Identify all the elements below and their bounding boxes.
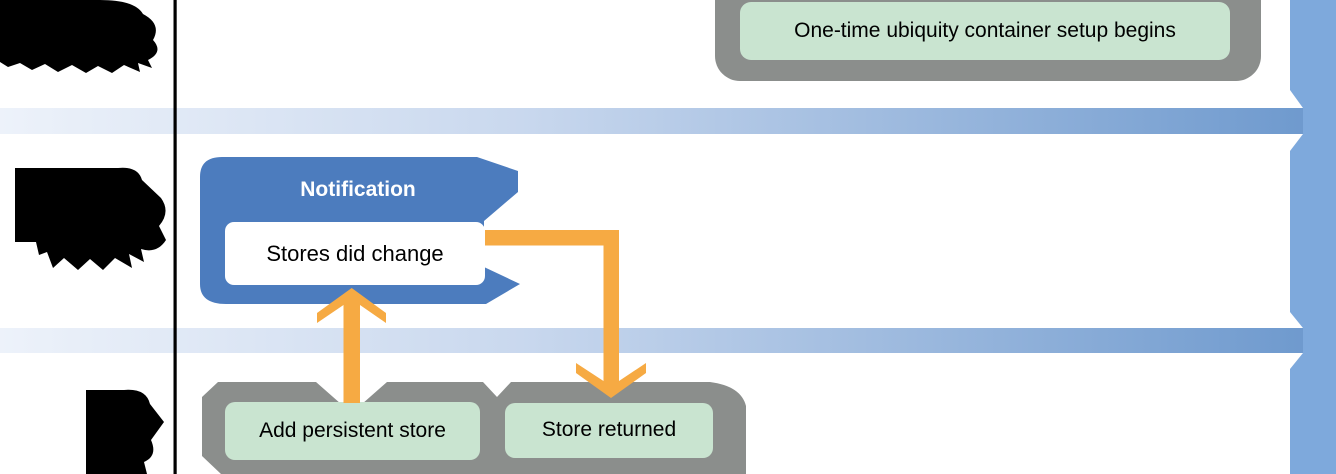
swimlane-band-top	[0, 108, 1303, 134]
store-returned-step-box	[505, 403, 713, 458]
connector-elbow-vertical	[603, 243, 619, 382]
redacted-label-bottom	[86, 389, 164, 474]
arrow-down-head-icon	[576, 363, 646, 398]
setup-step-box	[740, 2, 1230, 60]
swimlane-band-bottom	[0, 328, 1303, 353]
connector-elbow-horizontal	[485, 230, 619, 246]
arrow-up-head-icon	[317, 288, 386, 323]
redacted-label-middle	[15, 167, 166, 270]
callout-body-box	[225, 222, 485, 285]
timeline-bar-right	[1290, 0, 1336, 474]
add-store-step-box	[225, 402, 480, 460]
redacted-label-top	[0, 0, 158, 73]
timeline-axis-line	[173, 0, 177, 474]
arrow-up-shaft	[343, 303, 360, 403]
